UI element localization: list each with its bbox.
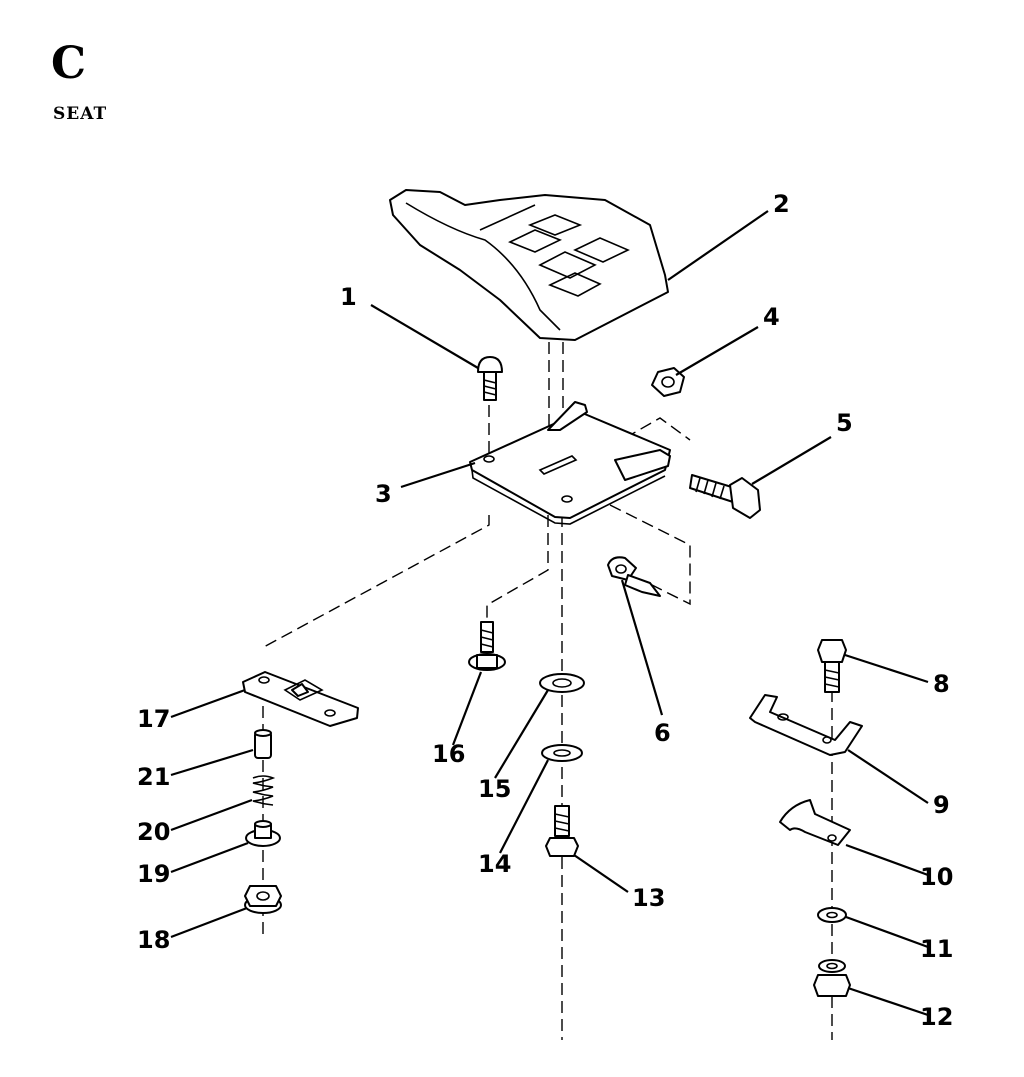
callout-17: 17 (137, 705, 170, 733)
callout-21: 21 (137, 763, 170, 791)
spacer-part (245, 820, 281, 847)
bracket-part (749, 694, 863, 756)
callout-20: 20 (137, 818, 170, 846)
flange-nut-part (244, 885, 282, 914)
callout-13: 13 (632, 884, 665, 912)
callout-labels: 1 2 3 4 5 6 8 9 10 11 12 13 14 15 16 17 … (137, 190, 953, 1031)
section-letter: C (51, 38, 87, 89)
bracket-bolt-part (817, 639, 847, 693)
callout-1: 1 (340, 283, 357, 311)
carriage-bolt-part (477, 356, 503, 401)
lock-nut-part (813, 959, 851, 997)
small-washer-part (817, 907, 847, 923)
callout-15: 15 (478, 775, 511, 803)
shoulder-bolt-part (689, 474, 761, 519)
callout-9: 9 (933, 791, 950, 819)
callout-4: 4 (763, 303, 780, 331)
seat-part (389, 189, 669, 341)
leader-lines (170, 210, 929, 1017)
callout-12: 12 (920, 1003, 953, 1031)
callout-6: 6 (654, 719, 671, 747)
seat-clip-part (607, 556, 661, 597)
section-title: SEAT (53, 104, 108, 124)
pin-part (254, 729, 272, 759)
hex-bolt-part (545, 805, 579, 857)
callout-10: 10 (920, 863, 953, 891)
lock-washer-part (541, 744, 583, 762)
callout-18: 18 (137, 926, 170, 954)
flange-bolt-part (468, 621, 506, 671)
callout-19: 19 (137, 860, 170, 888)
seat-pan-part (469, 401, 671, 525)
spring-part (252, 775, 276, 806)
callout-16: 16 (432, 740, 465, 768)
flat-washer-part (539, 673, 585, 693)
callout-3: 3 (375, 480, 392, 508)
callout-8: 8 (933, 670, 950, 698)
callout-2: 2 (773, 190, 790, 218)
callout-11: 11 (920, 935, 953, 963)
callout-5: 5 (836, 409, 853, 437)
callout-14: 14 (478, 850, 511, 878)
latch-plate-part (242, 671, 359, 727)
spring-clip-part (779, 799, 851, 846)
